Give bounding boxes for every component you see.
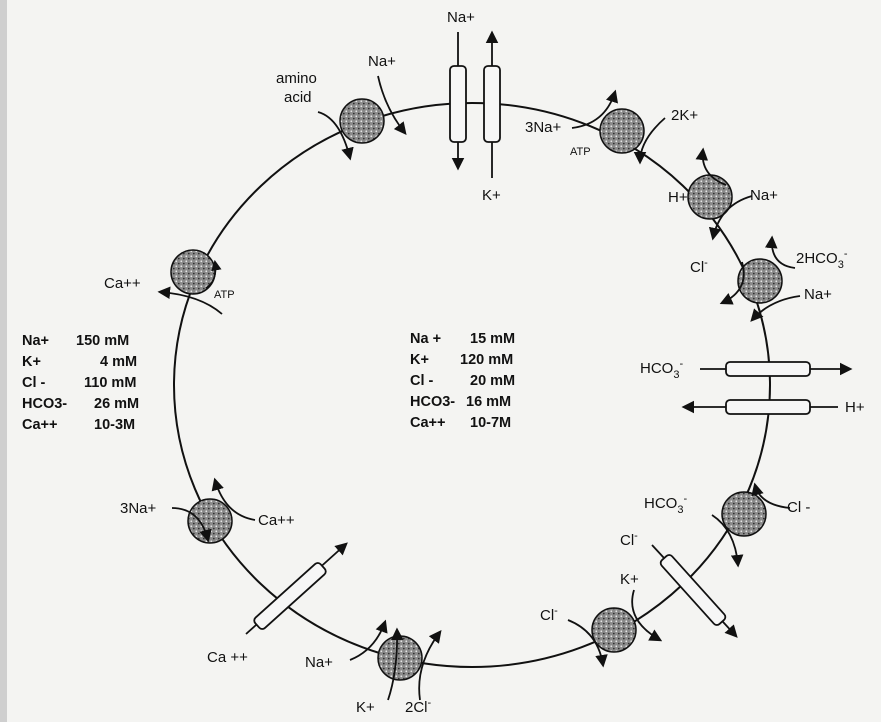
nkcc-cotransporter: Na+ K+ 2Cl- xyxy=(305,619,442,716)
h-label: H+ xyxy=(668,189,688,206)
svg-text:4 mM: 4 mM xyxy=(100,354,137,370)
transporter-sphere xyxy=(591,607,637,653)
svg-text:15 mM: 15 mM xyxy=(470,331,515,347)
hco3-channel xyxy=(725,361,811,377)
svg-text:Cl -: Cl - xyxy=(22,375,46,391)
na-h-exchanger: H+ Na+ xyxy=(668,147,778,241)
outside-concentrations: Na+ 150 mM K+ 4 mM Cl - 110 mM HCO3- 26 … xyxy=(22,333,139,433)
na-label: Na+ xyxy=(368,53,396,70)
h-label: H+ xyxy=(845,399,865,416)
k-label: 2K+ xyxy=(671,107,698,124)
bicarbonate-proton-channels: HCO3- H+ xyxy=(640,358,865,416)
k-label: K+ xyxy=(356,699,375,716)
table-row: K+ 4 mM xyxy=(22,354,137,370)
cl-channel-tube xyxy=(659,554,727,626)
na-label: 3Na+ xyxy=(120,500,157,517)
svg-text:Na +: Na + xyxy=(410,331,441,347)
table-row: Na+ 150 mM xyxy=(22,333,129,349)
cell-membrane xyxy=(173,102,771,668)
ca-label: Ca++ xyxy=(104,275,141,292)
bicarbonate-label: 2HCO3- xyxy=(796,248,848,271)
na-k-channels: Na+ K+ xyxy=(447,9,501,204)
table-row: HCO3- 26 mM xyxy=(22,396,139,412)
na-label: Na+ xyxy=(447,9,475,26)
svg-text:HCO3-: HCO3- xyxy=(22,396,67,412)
cl-label: Cl- xyxy=(690,257,708,276)
svg-text:Ca++: Ca++ xyxy=(410,415,445,431)
svg-text:Na+: Na+ xyxy=(22,333,49,349)
svg-text:150 mM: 150 mM xyxy=(76,333,129,349)
svg-text:K+: K+ xyxy=(22,354,41,370)
ca-channel-tube xyxy=(253,562,327,630)
transporter-sphere xyxy=(737,258,783,304)
amino-acid-symporter: amino acid Na+ xyxy=(276,53,407,161)
chloride-channel: Cl- xyxy=(620,530,738,638)
k-label: K+ xyxy=(620,571,639,588)
hco3-label: HCO3- xyxy=(640,358,683,381)
ca-label: Ca ++ xyxy=(207,649,248,666)
table-row: Cl - 20 mM xyxy=(410,373,515,389)
calcium-atpase: Ca++ ATP xyxy=(104,249,235,315)
transporter-sphere xyxy=(599,108,645,154)
acid-label: acid xyxy=(284,89,312,106)
svg-text:K+: K+ xyxy=(410,352,429,368)
h-channel xyxy=(725,399,811,415)
svg-text:Ca++: Ca++ xyxy=(22,417,57,433)
k-channel xyxy=(483,65,501,143)
table-row: HCO3- 16 mM xyxy=(410,394,511,410)
sodium-bicarbonate-cotransporter: Cl- 2HCO3- Na+ xyxy=(690,235,848,322)
svg-text:110 mM: 110 mM xyxy=(84,375,136,391)
svg-text:20 mM: 20 mM xyxy=(470,373,515,389)
svg-text:Cl -: Cl - xyxy=(410,373,434,389)
ca-label: Ca++ xyxy=(258,512,295,529)
na-label: 3Na+ xyxy=(525,119,562,136)
svg-text:16 mM: 16 mM xyxy=(466,394,511,410)
amino-label: amino xyxy=(276,70,317,87)
anion-exchanger: HCO3- Cl - xyxy=(644,482,810,568)
na-label: Na+ xyxy=(750,187,778,204)
calcium-channel: Ca ++ xyxy=(207,542,348,666)
k-label: K+ xyxy=(482,187,501,204)
svg-text:120 mM: 120 mM xyxy=(460,352,513,368)
na-k-atpase: 3Na+ ATP 2K+ xyxy=(525,89,698,165)
transporter-sphere xyxy=(187,498,233,544)
svg-text:26 mM: 26 mM xyxy=(94,396,139,412)
table-row: Ca++ 10-7M xyxy=(410,415,511,431)
atp-label: ATP xyxy=(214,289,235,301)
table-row: Cl - 110 mM xyxy=(22,375,136,391)
na-ca-exchanger: 3Na+ Ca++ xyxy=(120,477,295,544)
transporter-sphere xyxy=(339,98,385,144)
cl-label: 2Cl- xyxy=(405,697,432,716)
transporter-sphere xyxy=(377,635,423,681)
scan-edge xyxy=(0,0,7,722)
na-label: Na+ xyxy=(804,286,832,303)
atp-label: ATP xyxy=(570,146,591,158)
transporter-sphere xyxy=(721,491,767,537)
table-row: Na + 15 mM xyxy=(410,331,515,347)
inside-concentrations: Na + 15 mM K+ 120 mM Cl - 20 mM HCO3- 16… xyxy=(410,331,515,431)
na-label: Na+ xyxy=(305,654,333,671)
svg-text:HCO3-: HCO3- xyxy=(410,394,455,410)
na-channel xyxy=(449,65,467,143)
cl-label: Cl- xyxy=(620,530,638,549)
table-row: Ca++ 10-3M xyxy=(22,417,135,433)
transporter-sphere xyxy=(170,249,216,295)
cl-label: Cl- xyxy=(540,605,558,624)
svg-text:10-7M: 10-7M xyxy=(470,415,511,431)
k-cl-cotransporter: Cl- K+ xyxy=(540,571,663,668)
hco3-label: HCO3- xyxy=(644,493,687,516)
svg-text:10-3M: 10-3M xyxy=(94,417,135,433)
cl-label: Cl - xyxy=(787,499,810,516)
table-row: K+ 120 mM xyxy=(410,352,513,368)
